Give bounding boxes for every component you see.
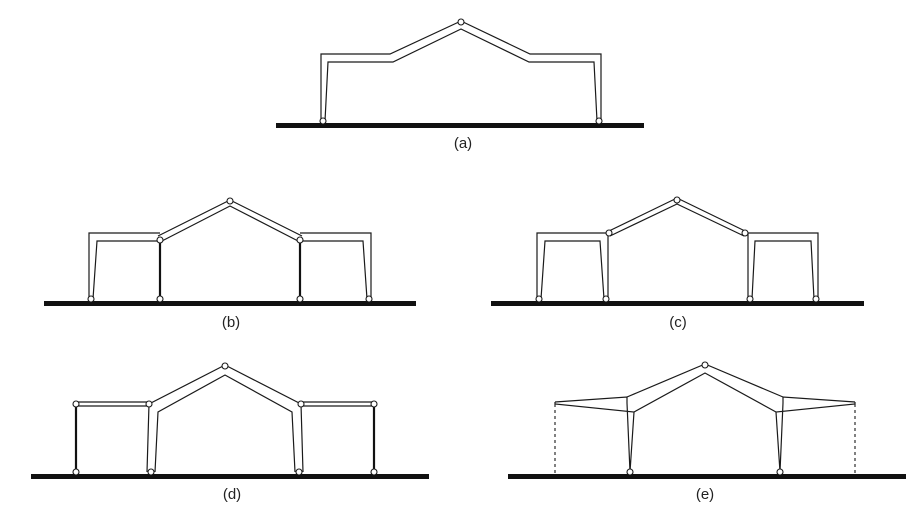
hinge-d-6: [145, 400, 153, 408]
hinge-e-2: [776, 468, 784, 476]
frame-c-right-outer: [747, 232, 819, 299]
frame-b-right-outer: [300, 232, 372, 299]
caption-e: (e): [696, 486, 714, 503]
panel-d: (d): [31, 362, 429, 503]
ground-b: [44, 301, 416, 306]
frame-e-gable-outer: [626, 363, 784, 398]
frame-b-left-outer: [88, 232, 160, 299]
ground-a: [276, 123, 644, 128]
hinge-b-1: [87, 295, 95, 303]
hinge-d-8: [370, 400, 378, 408]
hinge-d-5: [72, 400, 80, 408]
frame-c-left-outer: [536, 232, 609, 299]
panel-c: (c): [491, 196, 864, 331]
hinge-d-7: [297, 400, 305, 408]
hinge-c-apex: [673, 196, 681, 204]
hinge-c-4: [812, 295, 820, 303]
caption-d: (d): [223, 486, 241, 503]
caption-b: (b): [222, 314, 240, 331]
hinge-c-5: [605, 229, 613, 237]
hinge-c-2: [602, 295, 610, 303]
hinge-a-apex: [457, 18, 465, 26]
hinge-d-apex: [221, 362, 229, 370]
frame-a-outer: [320, 20, 602, 121]
frame-d-outer: [146, 364, 304, 473]
frame-c-right-inner: [751, 240, 815, 300]
frame-e-left: [554, 396, 635, 473]
hinge-c-6: [741, 229, 749, 237]
frame-c-left-inner: [540, 240, 605, 300]
hinge-b-5: [156, 236, 164, 244]
hinge-d-4: [370, 468, 378, 476]
frame-b-right-inner: [302, 240, 368, 300]
hinge-c-1: [535, 295, 543, 303]
frame-e-gable-inner: [633, 372, 777, 413]
panel-b: (b): [44, 197, 416, 331]
hinge-c-3: [746, 295, 754, 303]
frame-b-left-inner: [92, 240, 158, 300]
panel-a: (a): [276, 18, 644, 152]
ground-c: [491, 301, 864, 306]
hinge-b-6: [296, 236, 304, 244]
hinge-d-2: [147, 468, 155, 476]
hinge-d-3: [295, 468, 303, 476]
hinge-b-3: [296, 295, 304, 303]
ground-e: [508, 474, 906, 479]
hinge-a-right: [595, 117, 603, 125]
frame-d-inner: [154, 374, 296, 473]
frame-b-gable-inner: [159, 205, 301, 243]
ground-d: [31, 474, 429, 479]
frame-c-gable-inner: [609, 203, 745, 237]
frame-e-right: [775, 396, 856, 473]
hinge-b-apex: [226, 197, 234, 205]
hinge-d-1: [72, 468, 80, 476]
hinge-e-1: [626, 468, 634, 476]
caption-c: (c): [669, 314, 687, 331]
hinge-b-2: [156, 295, 164, 303]
hinge-b-4: [365, 295, 373, 303]
frame-a-inner: [324, 28, 598, 122]
hinge-e-apex: [701, 361, 709, 369]
hinge-a-left: [319, 117, 327, 125]
panel-e: (e): [508, 361, 906, 503]
caption-a: (a): [454, 135, 472, 152]
